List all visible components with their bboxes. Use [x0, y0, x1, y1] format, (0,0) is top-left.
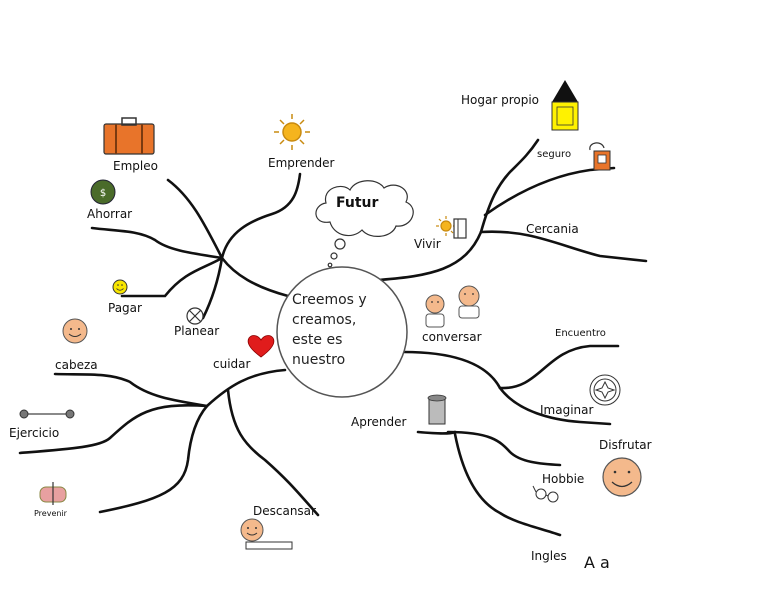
branch-line-ejercicio	[18, 404, 209, 455]
branch-line-main-upper-right	[376, 230, 483, 282]
label-pagar: Pagar	[108, 301, 142, 315]
branch-line-main-upper-left	[220, 256, 290, 298]
branch-line-empleo	[166, 178, 224, 260]
branch-line-hogar	[479, 138, 540, 234]
label-ejercicio: Ejercicio	[9, 426, 60, 440]
label-ingles: Ingles	[531, 549, 567, 563]
glasses-icon	[532, 485, 559, 503]
smiley-icon-small	[112, 279, 128, 295]
face-icon-cabeza	[62, 318, 88, 344]
branch-line-prevenir	[98, 404, 209, 514]
branch-line-main-lower-right	[402, 350, 502, 390]
label-vivir: Vivir	[414, 237, 441, 251]
alphabet-icon-text: A a	[584, 553, 610, 572]
money-symbol: $	[100, 188, 106, 199]
central-topic: Creemos y creamos, este es nuestro	[292, 290, 402, 370]
label-planear: Planear	[174, 324, 220, 338]
book-icon	[427, 394, 447, 425]
briefcase-icon	[103, 117, 155, 155]
rest-icon	[240, 518, 293, 550]
branch-line-ingles	[453, 432, 562, 537]
branch-line-seguro	[483, 166, 616, 217]
central-topic-circle	[276, 266, 408, 398]
branch-line-cabeza	[53, 372, 209, 408]
label-hobbie: Hobbie	[542, 472, 585, 486]
label-imaginar: Imaginar	[540, 403, 594, 417]
window-sun-icon	[436, 216, 467, 239]
plan-cross-icon	[186, 307, 204, 325]
sun-icon	[274, 114, 310, 150]
label-descansar: Descansar	[253, 504, 316, 518]
label-seguro: seguro	[537, 149, 572, 160]
conversation-faces-icon	[425, 285, 480, 328]
label-cercania: Cercania	[526, 222, 579, 236]
branch-line-pagar	[120, 256, 224, 298]
branch-line-planear	[201, 256, 224, 320]
central-topic-line-3: este es	[292, 332, 343, 348]
label-encuentro: Encuentro	[555, 328, 606, 339]
insurance-icon	[589, 142, 611, 171]
branch-line-hobbie	[446, 430, 562, 467]
central-topic-line-4: nuestro	[292, 352, 346, 368]
heart-icon	[247, 335, 275, 358]
money-bag-icon: $	[90, 179, 116, 205]
label-ahorrar: Ahorrar	[87, 207, 133, 221]
branch-line-cercania	[479, 230, 648, 263]
thought-cloud	[315, 180, 414, 268]
bandage-icon	[39, 482, 67, 505]
central-topic-line-2: creamos,	[292, 312, 357, 328]
label-disfrutar: Disfrutar	[599, 438, 652, 452]
branch-line-descansar	[226, 388, 320, 517]
branch-line-ahorrar	[90, 226, 224, 260]
branch-lines	[18, 138, 648, 537]
branch-line-encuentro	[498, 344, 620, 390]
label-emprender: Emprender	[268, 156, 335, 170]
house-icon	[551, 80, 579, 131]
label-cuidar: cuidar	[213, 357, 251, 371]
branch-line-emprender	[220, 172, 302, 260]
big-smile-icon	[602, 457, 642, 497]
dumbbell-icon	[19, 409, 75, 419]
label-prevenir: Prevenir	[34, 509, 67, 518]
cloud-label: Futur	[336, 195, 379, 211]
label-aprender: Aprender	[351, 415, 407, 429]
branch-line-main-lower-left	[205, 368, 287, 408]
central-topic-line-1: Creemos y	[292, 292, 367, 308]
branch-line-imaginar	[498, 386, 612, 426]
label-empleo: Empleo	[113, 159, 158, 173]
label-hogar-propio: Hogar propio	[461, 93, 540, 107]
compass-icon	[589, 374, 621, 406]
label-conversar: conversar	[422, 330, 482, 344]
label-cabeza: cabeza	[55, 358, 98, 372]
